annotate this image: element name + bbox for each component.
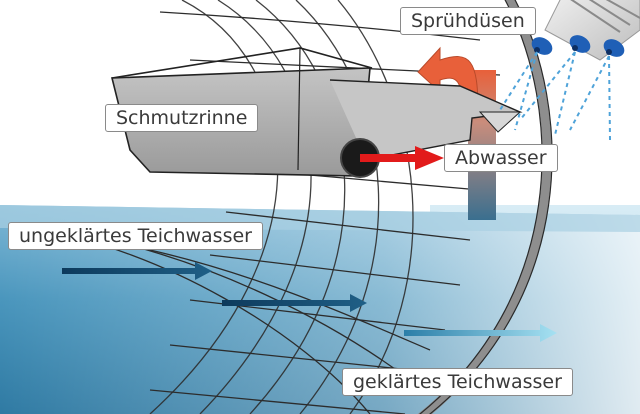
label-wastewater: Abwasser <box>444 144 558 172</box>
flow-arrow-icon <box>62 262 212 280</box>
spray-nozzle-icon <box>544 0 640 61</box>
label-untreated-water: ungeklärtes Teichwasser <box>8 222 263 250</box>
label-dirt-trough: Schmutzrinne <box>105 104 259 132</box>
flow-arrow-icon <box>404 324 557 342</box>
wastewater-arrow-icon <box>360 146 444 170</box>
label-treated-water: geklärtes Teichwasser <box>342 368 573 396</box>
drum-rim <box>417 0 552 414</box>
flow-arrow-icon <box>222 294 367 312</box>
spray-nozzles <box>531 0 640 61</box>
label-spray-nozzles: Sprühdüsen <box>400 7 536 35</box>
spray-jets <box>499 51 611 141</box>
